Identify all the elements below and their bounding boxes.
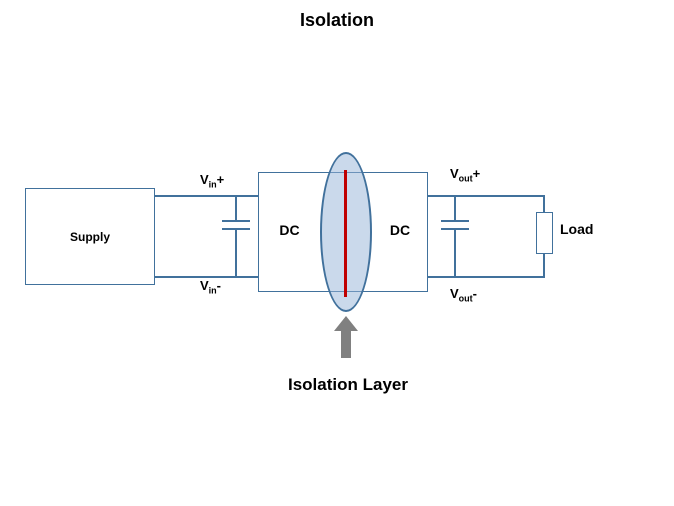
- capacitor-plate: [222, 228, 250, 230]
- capacitor-lead: [235, 196, 237, 221]
- vin-minus-label: Vin-: [200, 278, 222, 296]
- capacitor-lead: [454, 196, 456, 221]
- capacitor-plate: [441, 220, 469, 222]
- vout-plus-label: Vout+: [450, 166, 481, 184]
- dc-secondary-label: DC: [389, 222, 411, 238]
- dc-primary-label: DC: [279, 222, 300, 238]
- capacitor-plate: [222, 220, 250, 222]
- capacitor-plate: [441, 228, 469, 230]
- vout-minus-label: Vout-: [450, 286, 478, 304]
- capacitor-lead: [235, 230, 237, 277]
- supply-box: Supply: [25, 188, 155, 285]
- wire-input-bottom: [155, 276, 258, 278]
- isolation-barrier-line: [344, 170, 347, 297]
- vin-plus-label: Vin+: [200, 172, 225, 190]
- wire-output-bottom: [428, 276, 545, 278]
- diagram-title: Isolation: [299, 10, 374, 30]
- isolation-layer-caption: Isolation Layer: [288, 375, 408, 394]
- up-arrow-icon: [334, 316, 358, 331]
- wire-output-top: [428, 195, 545, 197]
- arrow-shaft: [341, 330, 351, 358]
- capacitor-lead: [454, 230, 456, 277]
- wire-input-top: [155, 195, 258, 197]
- supply-label: Supply: [69, 229, 110, 244]
- load-label: Load: [560, 221, 594, 237]
- load-resistor-box: [536, 212, 553, 254]
